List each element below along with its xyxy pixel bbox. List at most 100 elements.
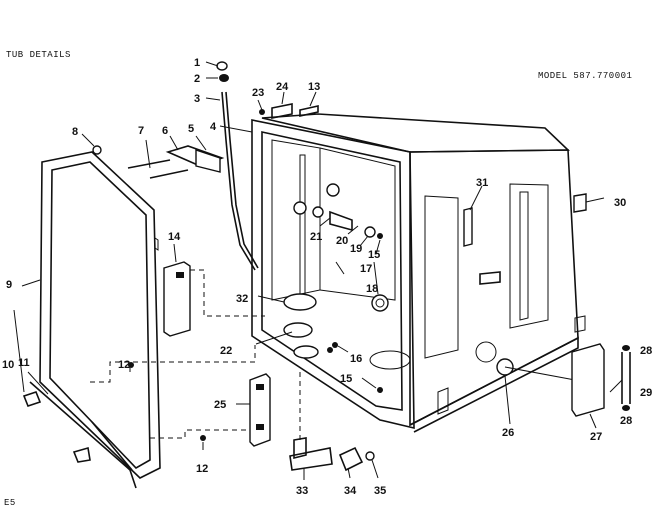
port-ring <box>475 341 497 363</box>
hinge-screw-2 <box>149 169 189 179</box>
callout-10: 10 <box>2 359 14 371</box>
screw-23 <box>259 109 265 115</box>
tub-base <box>409 336 579 433</box>
callout-28a: 28 <box>640 345 652 357</box>
callout-12b: 12 <box>196 463 208 475</box>
screw-12b <box>200 435 206 441</box>
callout-4: 4 <box>210 121 217 133</box>
nut-15 <box>377 233 383 239</box>
side-clip <box>574 315 586 333</box>
callout-14: 14 <box>168 231 181 243</box>
callout-19: 19 <box>350 243 362 255</box>
clip-30 <box>573 193 587 213</box>
tub-front-frame <box>251 119 415 430</box>
base-tab <box>437 387 449 415</box>
screw-leader-b <box>150 429 250 439</box>
drain-cup <box>293 345 319 359</box>
seal-strip-lower <box>91 421 133 471</box>
clip-34 <box>338 446 364 472</box>
hinge-plate-33 <box>289 447 333 471</box>
tub-side-wall-inner <box>319 147 396 301</box>
latch-hole <box>176 272 184 278</box>
callout-31: 31 <box>476 177 488 189</box>
callout-labels: 1 2 3 4 5 6 7 8 9 10 11 12 12 13 14 15 1… <box>2 57 652 497</box>
door-clip <box>154 237 159 251</box>
callout-9: 9 <box>6 279 12 291</box>
callout-25: 25 <box>214 399 226 411</box>
tube-21 <box>329 210 353 232</box>
strike-bracket <box>249 373 271 447</box>
callout-29: 29 <box>640 387 652 399</box>
screw-12a <box>128 362 134 368</box>
callout-34: 34 <box>344 485 357 497</box>
callout-32: 32 <box>236 293 248 305</box>
leader-lines <box>13 61 623 480</box>
callout-15a: 15 <box>368 249 380 261</box>
callout-23: 23 <box>252 87 264 99</box>
latch-assembly <box>163 261 191 337</box>
footer-code: E5 <box>4 498 16 508</box>
callout-20: 20 <box>336 235 348 247</box>
leader-26 <box>504 366 576 381</box>
side-bracket <box>479 271 501 285</box>
callout-27: 27 <box>590 431 602 443</box>
pump-hub <box>283 293 317 311</box>
seal-clip <box>22 391 42 407</box>
callout-33: 33 <box>296 485 308 497</box>
port-18-inner <box>375 298 385 308</box>
screw-35 <box>365 451 375 461</box>
tub-assembly <box>251 113 586 433</box>
floor-ring <box>369 350 411 370</box>
screw-leader-a <box>90 345 256 383</box>
clip-13 <box>299 105 319 117</box>
access-cover <box>571 343 605 417</box>
diagram-title: TUB DETAILS <box>6 50 71 60</box>
fitting-a <box>293 201 307 215</box>
callout-6: 6 <box>162 125 168 137</box>
nozzle <box>326 183 340 197</box>
door-bolt <box>92 145 102 155</box>
pump-base <box>283 322 313 338</box>
callout-7: 7 <box>138 125 144 137</box>
seal-clip-2 <box>72 446 91 463</box>
hinge-plate <box>195 149 221 173</box>
callout-3: 3 <box>194 93 200 105</box>
gasket-19 <box>364 226 376 238</box>
callout-1: 1 <box>194 57 200 69</box>
bracket-24 <box>271 103 293 119</box>
latch-leader <box>190 269 265 317</box>
cap-28-top <box>622 345 630 351</box>
callout-2: 2 <box>194 73 200 85</box>
drain-screw <box>327 347 333 353</box>
rod-29 <box>621 352 631 404</box>
side-slot <box>519 191 529 321</box>
hinge-33 <box>293 437 307 460</box>
callout-17: 17 <box>360 263 372 275</box>
model-number: MODEL 587.770001 <box>538 71 633 81</box>
door-gasket-frame <box>29 151 161 489</box>
tub-side <box>409 149 579 427</box>
callout-5: 5 <box>188 123 194 135</box>
callout-13: 13 <box>308 81 320 93</box>
tub-back-wall <box>271 139 321 301</box>
callout-26: 26 <box>502 427 514 439</box>
clamp-nut <box>219 74 229 82</box>
door-frame-inner <box>49 161 151 470</box>
callout-11: 11 <box>18 357 30 369</box>
seal-strip <box>29 381 137 489</box>
callout-28b: 28 <box>620 415 632 427</box>
callout-35: 35 <box>374 485 386 497</box>
strike-hole-b <box>256 424 264 430</box>
callout-16: 16 <box>350 353 362 365</box>
callout-8: 8 <box>72 126 78 138</box>
screw-15 <box>377 387 383 393</box>
side-panel-left <box>424 195 459 359</box>
strike-hole-a <box>256 384 264 390</box>
inner-rail <box>299 154 306 306</box>
door-frame-outer <box>39 151 161 479</box>
callout-30: 30 <box>614 197 626 209</box>
clamp-top <box>216 61 228 71</box>
fill-hose <box>221 91 256 271</box>
